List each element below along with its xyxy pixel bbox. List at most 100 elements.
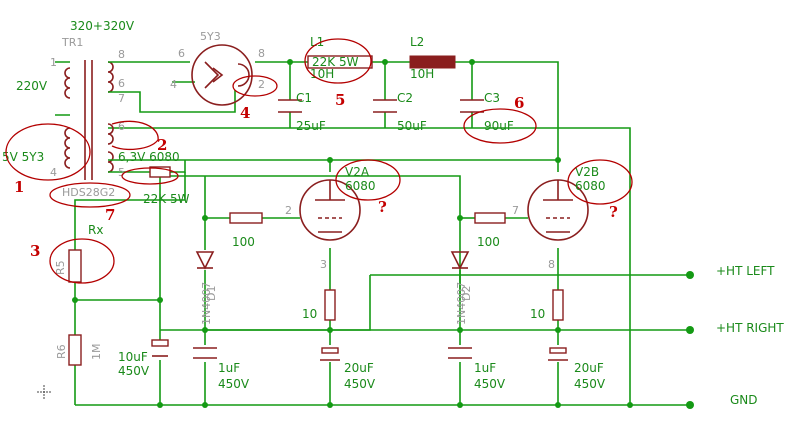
ht-right-label: +HT RIGHT xyxy=(716,321,784,335)
r-grid-b-value: 100 xyxy=(477,235,500,249)
c1-value: 25uF xyxy=(296,119,326,133)
resistor-cathode-a xyxy=(324,289,336,321)
d2-label: D2 xyxy=(460,286,473,301)
rectifier-tube-5y3 xyxy=(191,44,253,106)
capacitor-20uf-a xyxy=(320,347,340,361)
r-cathode-a-value: 10 xyxy=(302,307,317,321)
resistor-22k xyxy=(149,166,171,178)
capacitor-c3 xyxy=(460,99,484,113)
capacitor-c2 xyxy=(373,99,397,113)
annotation-1: 1 xyxy=(14,178,24,196)
d1-label: D1 xyxy=(205,286,218,301)
capacitor-20uf-b xyxy=(548,347,568,361)
resistor-r5 xyxy=(68,249,82,283)
tube-v2a xyxy=(299,179,361,241)
r6-label: R6 xyxy=(55,344,68,359)
choke-l2 xyxy=(409,55,456,69)
pin-number: 6 xyxy=(118,120,125,133)
resistor-grid-b xyxy=(474,212,506,224)
transformer-tr1 xyxy=(55,60,126,180)
pin-number: 3 xyxy=(320,258,327,271)
cap-a-voltage: 450V xyxy=(118,364,150,378)
tr1-hv-secondary-label: 320+320V xyxy=(70,19,135,33)
ht-left-terminal xyxy=(686,271,694,279)
tr1-primary-label: 220V xyxy=(16,79,48,93)
v2b-label: V2B xyxy=(575,165,599,179)
pin-number: 7 xyxy=(512,204,519,217)
gnd-terminal xyxy=(686,401,694,409)
l1-overlay-label: 22K 5W xyxy=(312,55,359,69)
c2-label: C2 xyxy=(397,91,413,105)
pin-number: 4 xyxy=(50,166,57,179)
l1-value: 10H xyxy=(310,67,334,81)
r-cathode-b-value: 10 xyxy=(530,307,545,321)
v2b-type: 6080 xyxy=(575,179,606,193)
cap-e-voltage: 450V xyxy=(574,377,606,391)
c3-label: C3 xyxy=(484,91,500,105)
cap-a-value: 10uF xyxy=(118,350,148,364)
rectifier-label: 5Y3 xyxy=(200,30,221,43)
pin-number: 6 xyxy=(178,47,185,60)
pin-number: 1 xyxy=(50,56,57,69)
cap-d-value: 1uF xyxy=(474,361,496,375)
ht-right-terminal xyxy=(686,326,694,334)
ht-left-label: +HT LEFT xyxy=(716,264,775,278)
pin-number: 2 xyxy=(258,78,265,91)
resistor-grid-a xyxy=(229,212,263,224)
capacitor-c1 xyxy=(278,99,302,113)
resistor-cathode-b xyxy=(552,289,564,321)
r6-value: 1M xyxy=(90,344,103,361)
diode-d1 xyxy=(195,251,215,270)
v2a-label: V2A xyxy=(345,165,370,179)
pin-number: 7 xyxy=(118,92,125,105)
cap-b-voltage: 450V xyxy=(218,377,250,391)
resistor-r6 xyxy=(68,334,82,366)
tr1-model-label: HDS28G2 xyxy=(62,186,115,199)
diode-d2 xyxy=(450,251,470,270)
cap-d-voltage: 450V xyxy=(474,377,506,391)
pin-number: 8 xyxy=(118,48,125,61)
gnd-label: GND xyxy=(730,393,758,407)
d2-type: 1N4007 xyxy=(455,282,468,325)
pin-number: 2 xyxy=(285,204,292,217)
annotation-circles xyxy=(5,38,633,284)
cap-b-value: 1uF xyxy=(218,361,240,375)
cap-e-value: 20uF xyxy=(574,361,604,375)
annotation-7: 7 xyxy=(105,206,115,224)
cap-c-value: 20uF xyxy=(344,361,374,375)
annotation-6: 6 xyxy=(514,94,524,112)
pin-number: 8 xyxy=(548,258,555,271)
r-series-label: 22K 5W xyxy=(143,192,190,206)
l2-value: 10H xyxy=(410,67,434,81)
c2-value: 50uF xyxy=(397,119,427,133)
capacitor-1uf-a xyxy=(193,347,217,359)
pin-number: 5 xyxy=(118,166,125,179)
l2-label: L2 xyxy=(410,35,424,49)
tr1-5v-label: 5V 5Y3 xyxy=(2,150,44,164)
c3-value: 90uF xyxy=(484,119,514,133)
crosshair-icon xyxy=(37,385,51,399)
tube-v2b xyxy=(527,179,589,241)
annotation-4: 4 xyxy=(240,104,250,122)
c1-label: C1 xyxy=(296,91,312,105)
choke-l1 xyxy=(307,55,373,69)
cap-c-voltage: 450V xyxy=(344,377,376,391)
annotation-3: 3 xyxy=(30,242,40,260)
pin-number: 6 xyxy=(118,77,125,90)
annotation-question-a: ? xyxy=(378,198,387,216)
annotation-2: 2 xyxy=(157,136,167,154)
pin-number: 4 xyxy=(170,78,177,91)
annotation-5: 5 xyxy=(335,91,345,109)
annotation-question-b: ? xyxy=(609,203,618,221)
tr1-6v3-label: 6,3V 6080 xyxy=(118,150,180,164)
capacitor-1uf-b xyxy=(448,347,472,359)
d1-type: 1N4007 xyxy=(200,282,213,325)
r-grid-a-value: 100 xyxy=(232,235,255,249)
tr1-label: TR1 xyxy=(61,36,83,49)
r5-label: R5 xyxy=(54,260,67,275)
capacitor-10uf xyxy=(151,339,169,357)
v2a-type: 6080 xyxy=(345,179,376,193)
wires xyxy=(74,61,690,406)
